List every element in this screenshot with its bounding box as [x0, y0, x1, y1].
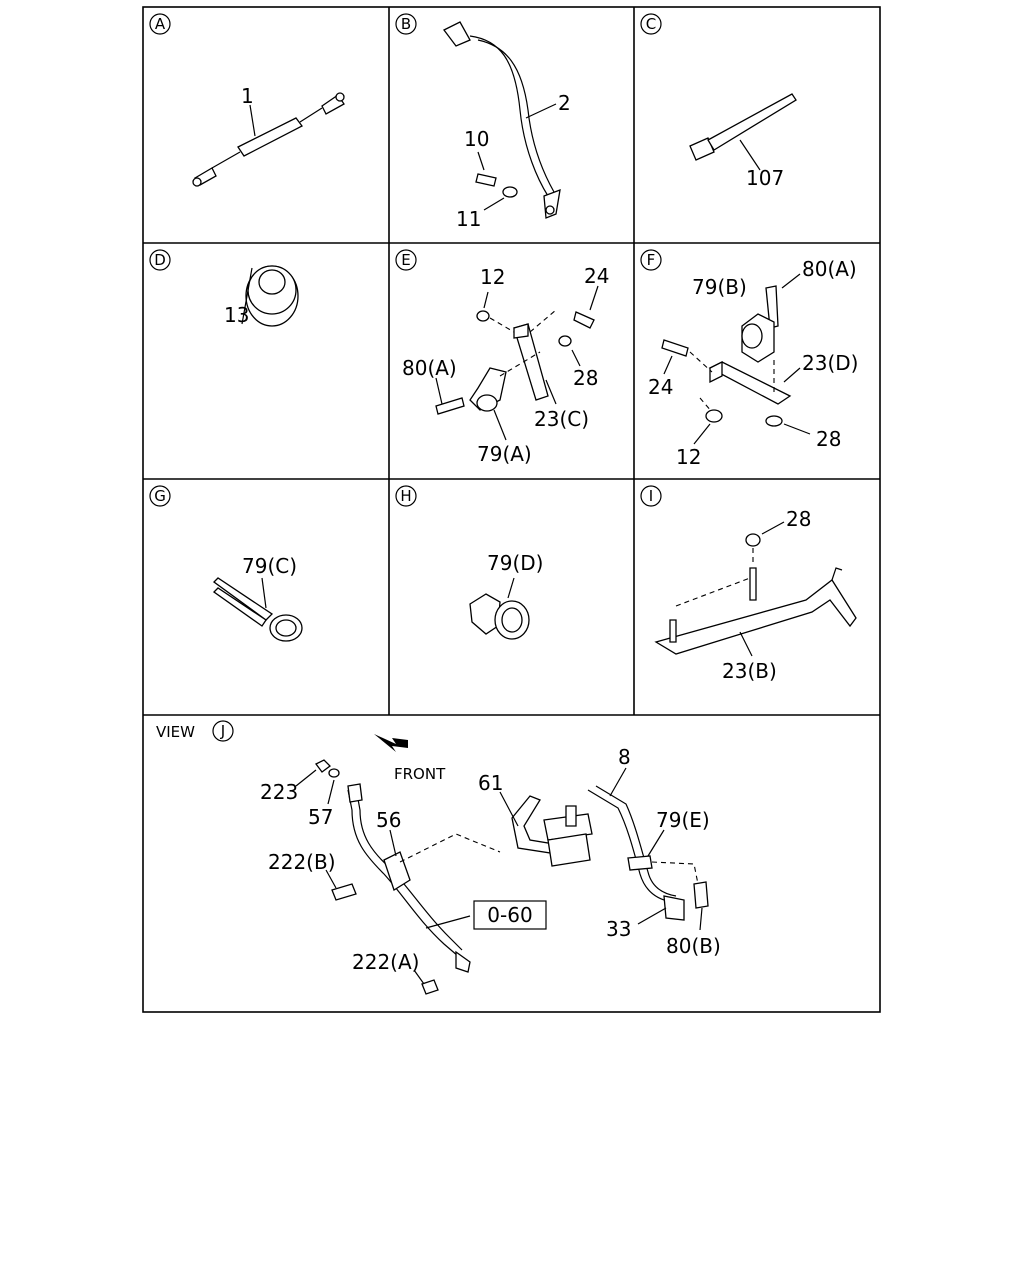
- view-title: VIEW: [156, 723, 195, 741]
- part-label-79c: 79(C): [242, 554, 297, 578]
- panel-letter-circle: [395, 485, 417, 507]
- cable-tie-drawing: [689, 93, 797, 161]
- part-label-79b: 79(B): [692, 275, 747, 299]
- panel-letter-e: E: [401, 251, 410, 269]
- part-label-80a-f: 80(A): [802, 257, 857, 281]
- grommet-drawing: [245, 265, 299, 327]
- front-arrow-icon: [374, 734, 408, 752]
- panel-letter-d: D: [154, 251, 166, 269]
- part-label-12-f: 12: [676, 445, 701, 469]
- part-label-23d: 23(D): [802, 351, 858, 375]
- part-label-24: 24: [584, 264, 609, 288]
- ground-cable-drawing: [443, 21, 561, 219]
- panel-letter-circle: [149, 13, 171, 35]
- clip-79d-drawing: [469, 593, 530, 640]
- part-label-107: 107: [746, 166, 784, 190]
- part-label-222b: 222(B): [268, 850, 336, 874]
- part-label-222a: 222(A): [352, 950, 419, 974]
- view-letter-j: J: [220, 722, 225, 740]
- part-label-2: 2: [558, 91, 571, 115]
- panel-letter-circle: [395, 13, 417, 35]
- diagram-grid: [142, 6, 881, 1013]
- part-label-28: 28: [573, 366, 598, 390]
- panel-a: A 1: [149, 13, 345, 187]
- part-label-8: 8: [618, 745, 631, 769]
- panel-letter-a: A: [155, 15, 166, 33]
- part-label-80b: 80(B): [666, 934, 721, 958]
- view-letter-circle: [212, 720, 234, 742]
- view-j-drawing: [315, 759, 709, 995]
- panel-d: D 13: [149, 249, 299, 327]
- front-label: FRONT: [394, 765, 446, 783]
- panel-letter-circle: [395, 249, 417, 271]
- panel-h: H 79(D): [395, 485, 543, 640]
- bracket-23b-drawing: [654, 533, 857, 655]
- part-label-80a: 80(A): [402, 356, 457, 380]
- panel-letter-circle: [640, 485, 662, 507]
- part-label-10: 10: [464, 127, 489, 151]
- panel-letter-circle: [149, 485, 171, 507]
- part-label-13: 13: [224, 303, 249, 327]
- part-label-79e: 79(E): [656, 808, 710, 832]
- reference-box: [473, 900, 547, 930]
- part-label-23c: 23(C): [534, 407, 589, 431]
- part-label-24-f: 24: [648, 375, 673, 399]
- part-label-28-i: 28: [786, 507, 811, 531]
- panel-letter-g: G: [154, 487, 166, 505]
- part-label-57: 57: [308, 805, 333, 829]
- panel-letter-f: F: [647, 251, 656, 269]
- panel-f: F 79(B) 80(A) 24 23(D) 12 28: [640, 249, 858, 469]
- reference-box-label: 0-60: [487, 903, 532, 927]
- part-label-11: 11: [456, 207, 481, 231]
- part-label-28-f: 28: [816, 427, 841, 451]
- panel-letter-b: B: [401, 15, 411, 33]
- part-label-23b: 23(B): [722, 659, 777, 683]
- view-j-panel: VIEW J FRONT 223: [156, 720, 721, 995]
- panel-letter-circle: [640, 249, 662, 271]
- panel-letter-circle: [640, 13, 662, 35]
- bracket-assembly-e-drawing: [435, 309, 595, 415]
- battery-cable-drawing: [192, 92, 345, 187]
- panel-c: C 107: [640, 13, 797, 190]
- part-label-1: 1: [241, 84, 254, 108]
- panel-e: E 12 24 80(A) 28 23(C) 79(A): [395, 249, 609, 466]
- panel-g: G 79(C): [149, 485, 303, 642]
- part-label-79a: 79(A): [477, 442, 532, 466]
- part-label-33: 33: [606, 917, 631, 941]
- clip-79c-drawing: [212, 577, 303, 642]
- panel-letter-h: H: [400, 487, 411, 505]
- part-label-56: 56: [376, 808, 401, 832]
- panel-letter-circle: [149, 249, 171, 271]
- part-label-12: 12: [480, 265, 505, 289]
- panel-b: B 2 10 11: [395, 13, 571, 231]
- panel-letter-c: C: [646, 15, 656, 33]
- panel-i: I 28 23(B): [640, 485, 857, 683]
- bracket-assembly-f-drawing: [661, 285, 792, 427]
- part-label-79d: 79(D): [487, 551, 543, 575]
- panel-letter-i: I: [649, 487, 653, 505]
- part-label-223: 223: [260, 780, 298, 804]
- part-label-61: 61: [478, 771, 503, 795]
